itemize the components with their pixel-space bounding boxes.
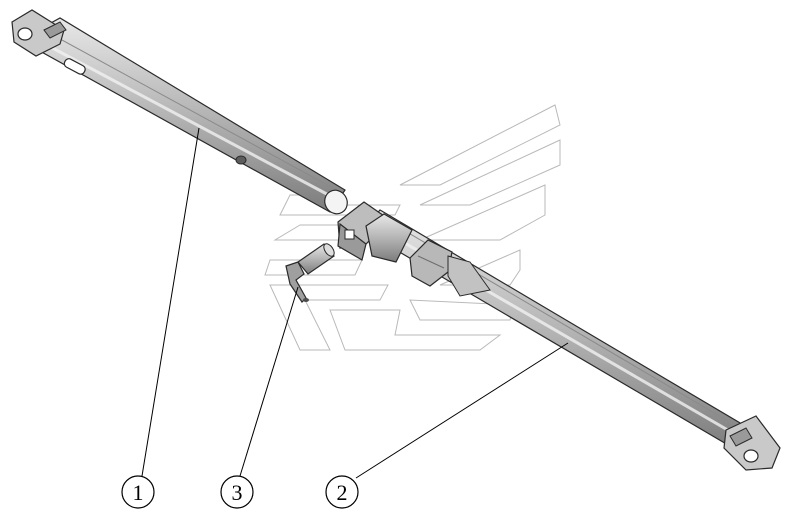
- pin-part-3: [285, 243, 335, 303]
- callout-label-2: 2: [337, 480, 348, 505]
- rod-part-1: [11, 9, 348, 215]
- callout-3: 3: [220, 475, 254, 509]
- callout-label-3: 3: [232, 480, 243, 505]
- leader-lines: [141, 127, 569, 479]
- leader-line-3: [239, 286, 299, 477]
- callout-1: 1: [121, 475, 155, 509]
- callout-2: 2: [325, 475, 359, 509]
- leader-line-2: [355, 342, 569, 479]
- callout-label-1: 1: [133, 480, 144, 505]
- rod-part-2: [337, 201, 781, 471]
- leader-line-1: [141, 127, 200, 477]
